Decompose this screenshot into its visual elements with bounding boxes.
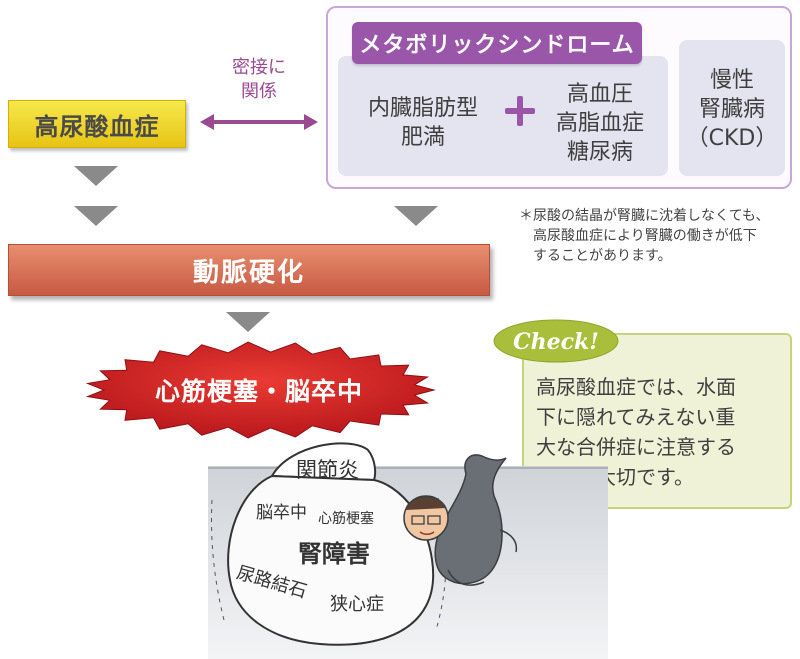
- relation-line1: 密接に: [232, 57, 286, 78]
- footnote: ＊尿酸の結晶が腎臓に沈着しなくても、 高尿酸血症により腎臓の働きが低下 すること…: [519, 206, 794, 266]
- obesity-line1: 内臓脂肪型: [367, 96, 478, 121]
- ckd-line3: （CKD）: [686, 126, 778, 151]
- condition-diabetes: 糖尿病: [566, 140, 633, 165]
- check-tag-label: Check!: [513, 329, 599, 355]
- footnote-line3: することがあります。: [533, 248, 672, 264]
- water-surface-line: [208, 467, 608, 469]
- down-arrow-icon: [74, 166, 118, 186]
- burst-shape: [85, 341, 436, 439]
- double-arrow-icon: [200, 114, 318, 130]
- check-tag: Check!: [493, 319, 619, 363]
- ckd-line1: 慢性: [709, 68, 754, 93]
- iceberg-illustration: [211, 442, 518, 646]
- hyperuricemia-box: 高尿酸血症: [8, 100, 186, 148]
- obesity-line2: 肥満: [400, 125, 445, 150]
- obesity-label: 内臓脂肪型 肥満: [348, 94, 498, 152]
- down-arrow-icon: [226, 312, 270, 332]
- arteriosclerosis-box: 動脈硬化: [8, 244, 490, 296]
- ckd-panel: [679, 40, 785, 176]
- down-arrow-icon: [74, 206, 118, 226]
- check-line1: 高尿酸血症では、水面: [536, 375, 736, 399]
- plus-icon: [505, 96, 535, 126]
- iceberg-infarction-label: 心筋梗塞: [318, 511, 374, 527]
- ckd-line2: 腎臓病: [698, 97, 765, 122]
- metabolic-conditions: 高血圧 高脂血症 糖尿病: [540, 80, 660, 167]
- iceberg-tip-label: 関節炎: [296, 458, 359, 482]
- metabolic-conditions-panel: [338, 56, 668, 176]
- footnote-line1: ＊尿酸の結晶が腎臓に沈着しなくても、: [519, 208, 770, 224]
- check-line3: 大な合併症に注意する: [536, 435, 736, 459]
- infarction-label: 心筋梗塞・脳卒中: [154, 377, 363, 406]
- condition-hyperlipidemia: 高脂血症: [555, 111, 644, 136]
- footnote-line2: 高尿酸血症により腎臓の働きが低下: [533, 228, 757, 244]
- iceberg-kidney-label: 腎障害: [298, 539, 370, 568]
- check-line2: 下に隠れてみえない重: [536, 405, 736, 429]
- condition-hypertension: 高血圧: [566, 82, 633, 107]
- iceberg-stroke-label: 脳卒中: [256, 503, 307, 523]
- iceberg-angina-label: 狭心症: [330, 594, 384, 615]
- down-arrow-icon: [394, 206, 438, 226]
- relation-line2: 関係: [241, 81, 277, 102]
- relation-label: 密接に 関係: [226, 56, 292, 104]
- metabolic-title: メタボリックシンドローム: [352, 22, 642, 64]
- ckd-label: 慢性 腎臓病 （CKD）: [679, 66, 785, 153]
